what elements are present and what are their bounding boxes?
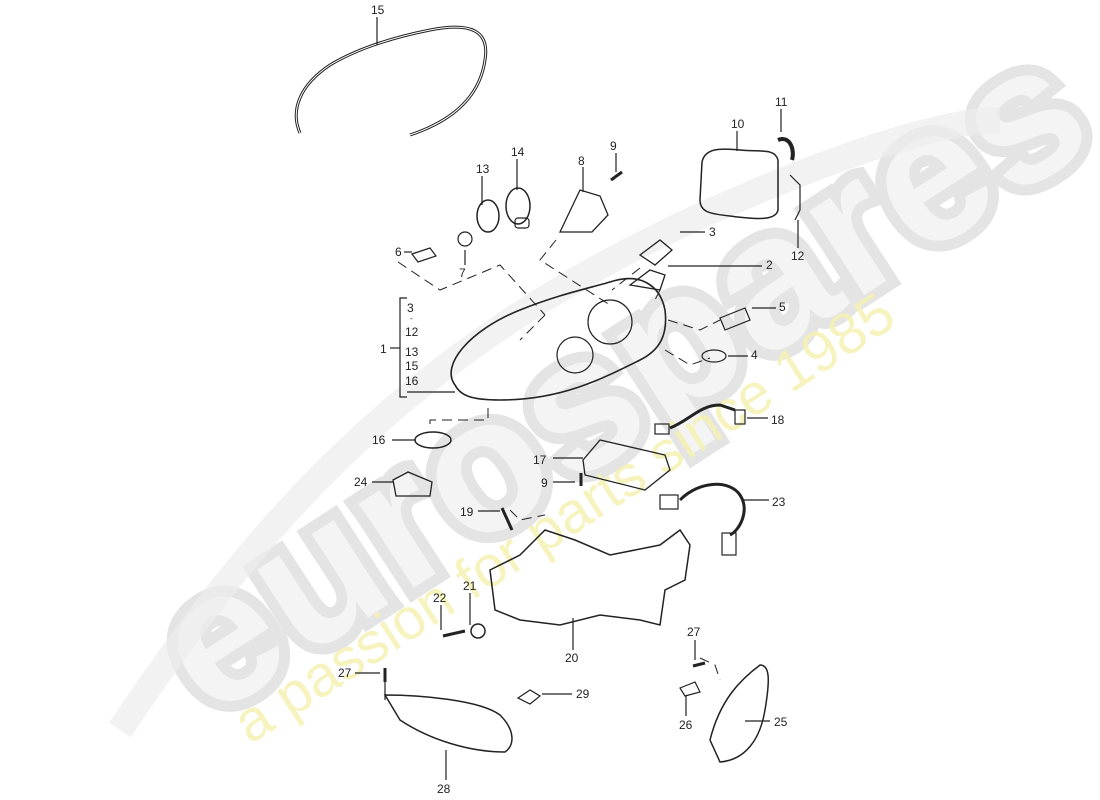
cap-16 [414, 431, 452, 449]
callout-16: 16 [372, 433, 386, 447]
callout-6: 6 [395, 245, 402, 259]
callout-23: 23 [772, 495, 786, 509]
bulb-ring [476, 199, 500, 233]
callout-2: 2 [766, 258, 773, 272]
harness-18 [669, 403, 736, 430]
callout-29: 29 [576, 687, 590, 701]
ballast [582, 439, 671, 491]
callout-10: 10 [731, 117, 745, 131]
callout-22: 22 [433, 591, 447, 605]
headlight-housing [450, 277, 667, 401]
callout-27: 27 [687, 625, 701, 639]
mounting-bracket [489, 528, 691, 626]
callout-19: 19 [460, 505, 474, 519]
callout-5: 5 [779, 300, 786, 314]
callout-15: 15 [371, 3, 385, 17]
callout-21: 21 [463, 579, 477, 593]
bracket-item-label: - [410, 314, 413, 323]
callout-18: 18 [771, 413, 785, 427]
callout-11: 11 [775, 95, 788, 109]
hose [777, 137, 795, 161]
callout-20: 20 [565, 651, 579, 665]
callout-9: 9 [610, 139, 617, 153]
callout-14: 14 [511, 145, 525, 159]
bracket-item-label: 16 [405, 374, 419, 388]
fog-lamp [383, 694, 513, 753]
seal-strip [294, 25, 488, 137]
dust-cap [505, 187, 531, 225]
callout-3: 3 [709, 225, 716, 239]
xenon-bulb [628, 269, 666, 291]
h7-bulb [638, 239, 673, 266]
callout-7: 7 [459, 266, 466, 280]
washer-cover [699, 148, 779, 220]
callout-26: 26 [679, 718, 693, 732]
bracket-item-label: 13 [405, 345, 419, 359]
pad-24 [392, 471, 433, 497]
callout-9: 9 [541, 476, 548, 490]
callout-8: 8 [578, 154, 585, 168]
callout-27: 27 [338, 666, 352, 680]
callout-4: 4 [751, 348, 758, 362]
callout-1: 1 [380, 342, 387, 356]
bracket-item-label: 15 [405, 359, 419, 373]
callout-24: 24 [354, 475, 368, 489]
callout-28: 28 [437, 782, 451, 796]
side-marker-lamp [709, 664, 770, 763]
harness-23 [678, 482, 746, 537]
callout-17: 17 [533, 453, 547, 467]
bracket-item-label: 3 [407, 301, 414, 315]
callout-13: 13 [476, 162, 490, 176]
actuator [558, 189, 609, 233]
bracket-item-label: 12 [405, 325, 419, 339]
callout-12: 12 [791, 249, 805, 263]
callout-25: 25 [774, 715, 788, 729]
